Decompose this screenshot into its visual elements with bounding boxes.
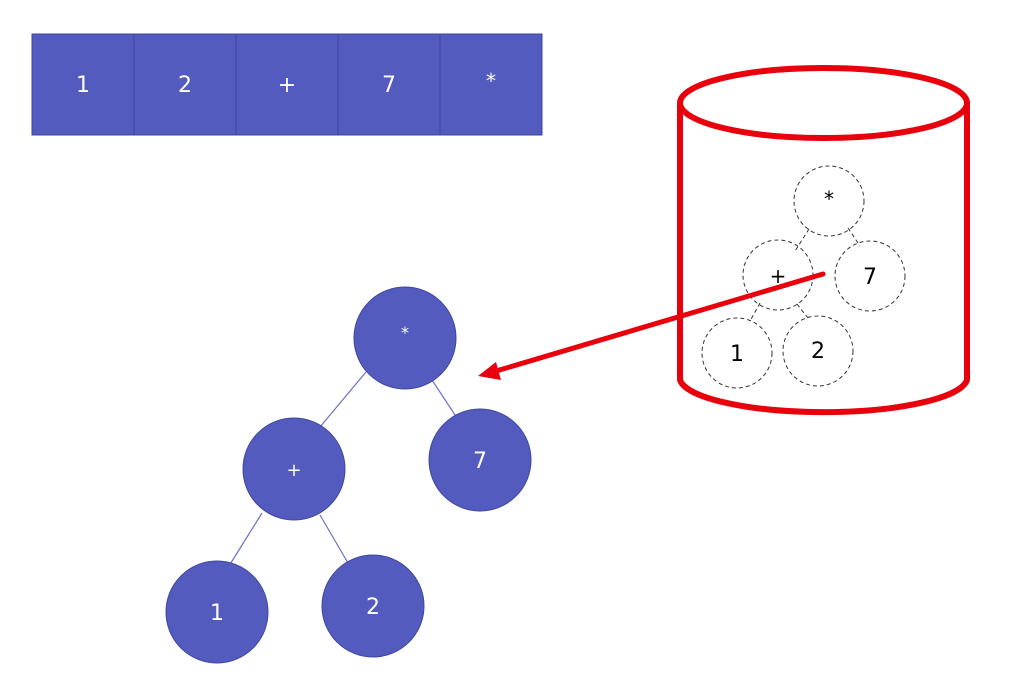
tree-node-operand: 7 bbox=[428, 408, 532, 512]
stored-tree-node-label: + bbox=[770, 264, 787, 288]
tree-node-label: 1 bbox=[210, 601, 224, 626]
stored-tree-node-operand: 7 bbox=[834, 240, 906, 312]
tree-node-leaf: 1 bbox=[165, 560, 269, 664]
expression-tree: * + 7 1 2 bbox=[165, 286, 532, 664]
stored-tree-edge bbox=[794, 228, 810, 252]
stored-tree-edge bbox=[847, 227, 861, 247]
sequence-cell: * bbox=[439, 33, 543, 136]
stored-tree-node-label: * bbox=[824, 187, 834, 211]
stored-tree-node-label: 2 bbox=[811, 339, 825, 364]
arrow-head-icon bbox=[478, 362, 501, 380]
stored-tree-edge bbox=[749, 302, 761, 322]
stored-tree-node-label: 7 bbox=[863, 265, 877, 290]
load-arrow bbox=[478, 271, 826, 380]
stored-tree-node-leaf: 1 bbox=[701, 317, 773, 389]
sequence-cell-label: + bbox=[278, 73, 296, 98]
tree-node-operator: + bbox=[242, 417, 346, 521]
sequence-cell: + bbox=[235, 33, 339, 136]
tree-node-leaf: 2 bbox=[321, 554, 425, 658]
sequence-cell: 1 bbox=[31, 33, 135, 136]
stored-tree-node-root: * bbox=[793, 165, 865, 237]
sequence-cell: 7 bbox=[337, 33, 441, 136]
sequence-cell: 2 bbox=[133, 33, 237, 136]
tree-node-label: + bbox=[286, 460, 301, 481]
stored-tree-node-label: 1 bbox=[730, 342, 744, 367]
sequence-cell-label: 7 bbox=[382, 73, 396, 98]
tree-node-label: 7 bbox=[473, 449, 487, 474]
tree-edge bbox=[319, 514, 349, 564]
tree-edge bbox=[319, 371, 367, 428]
tree-edge bbox=[228, 512, 263, 567]
postfix-sequence: 1 2 + 7 * bbox=[31, 33, 543, 136]
stored-tree-node-operator: + bbox=[742, 239, 814, 311]
tree-node-label: * bbox=[401, 323, 409, 342]
stored-tree-node-leaf: 2 bbox=[782, 315, 854, 387]
sequence-cell-label: 1 bbox=[76, 73, 90, 98]
stored-tree: * + 7 1 2 bbox=[701, 165, 906, 389]
tree-node-root: * bbox=[353, 286, 457, 390]
tree-edge bbox=[431, 379, 458, 419]
tree-node-label: 2 bbox=[366, 595, 380, 620]
stored-tree-edge bbox=[796, 303, 809, 319]
database-cylinder bbox=[677, 65, 970, 416]
sequence-cell-label: 2 bbox=[178, 73, 192, 98]
sequence-cell-label: * bbox=[486, 69, 496, 93]
